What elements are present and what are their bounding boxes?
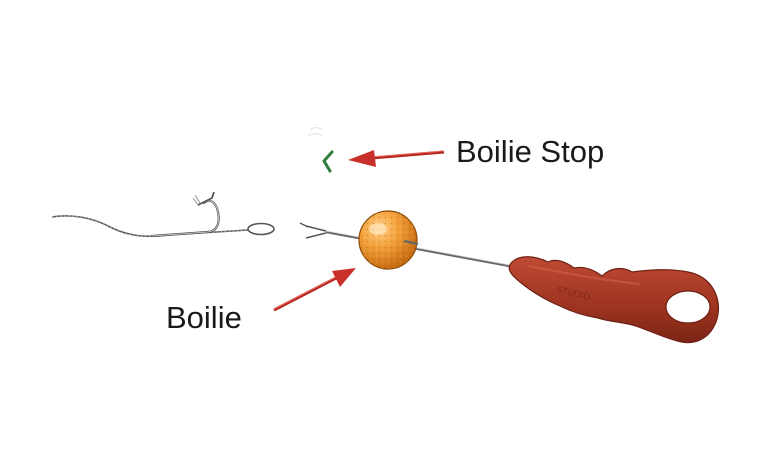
boilie-stop-icon	[308, 128, 332, 171]
fishing-hook-icon	[52, 192, 274, 236]
boilie-stop-arrow	[348, 150, 444, 167]
boilie-label: Boilie	[166, 300, 242, 336]
boilie-arrow	[274, 268, 356, 310]
boilie-icon	[359, 211, 418, 269]
boilie-stop-label: Boilie Stop	[456, 134, 604, 170]
